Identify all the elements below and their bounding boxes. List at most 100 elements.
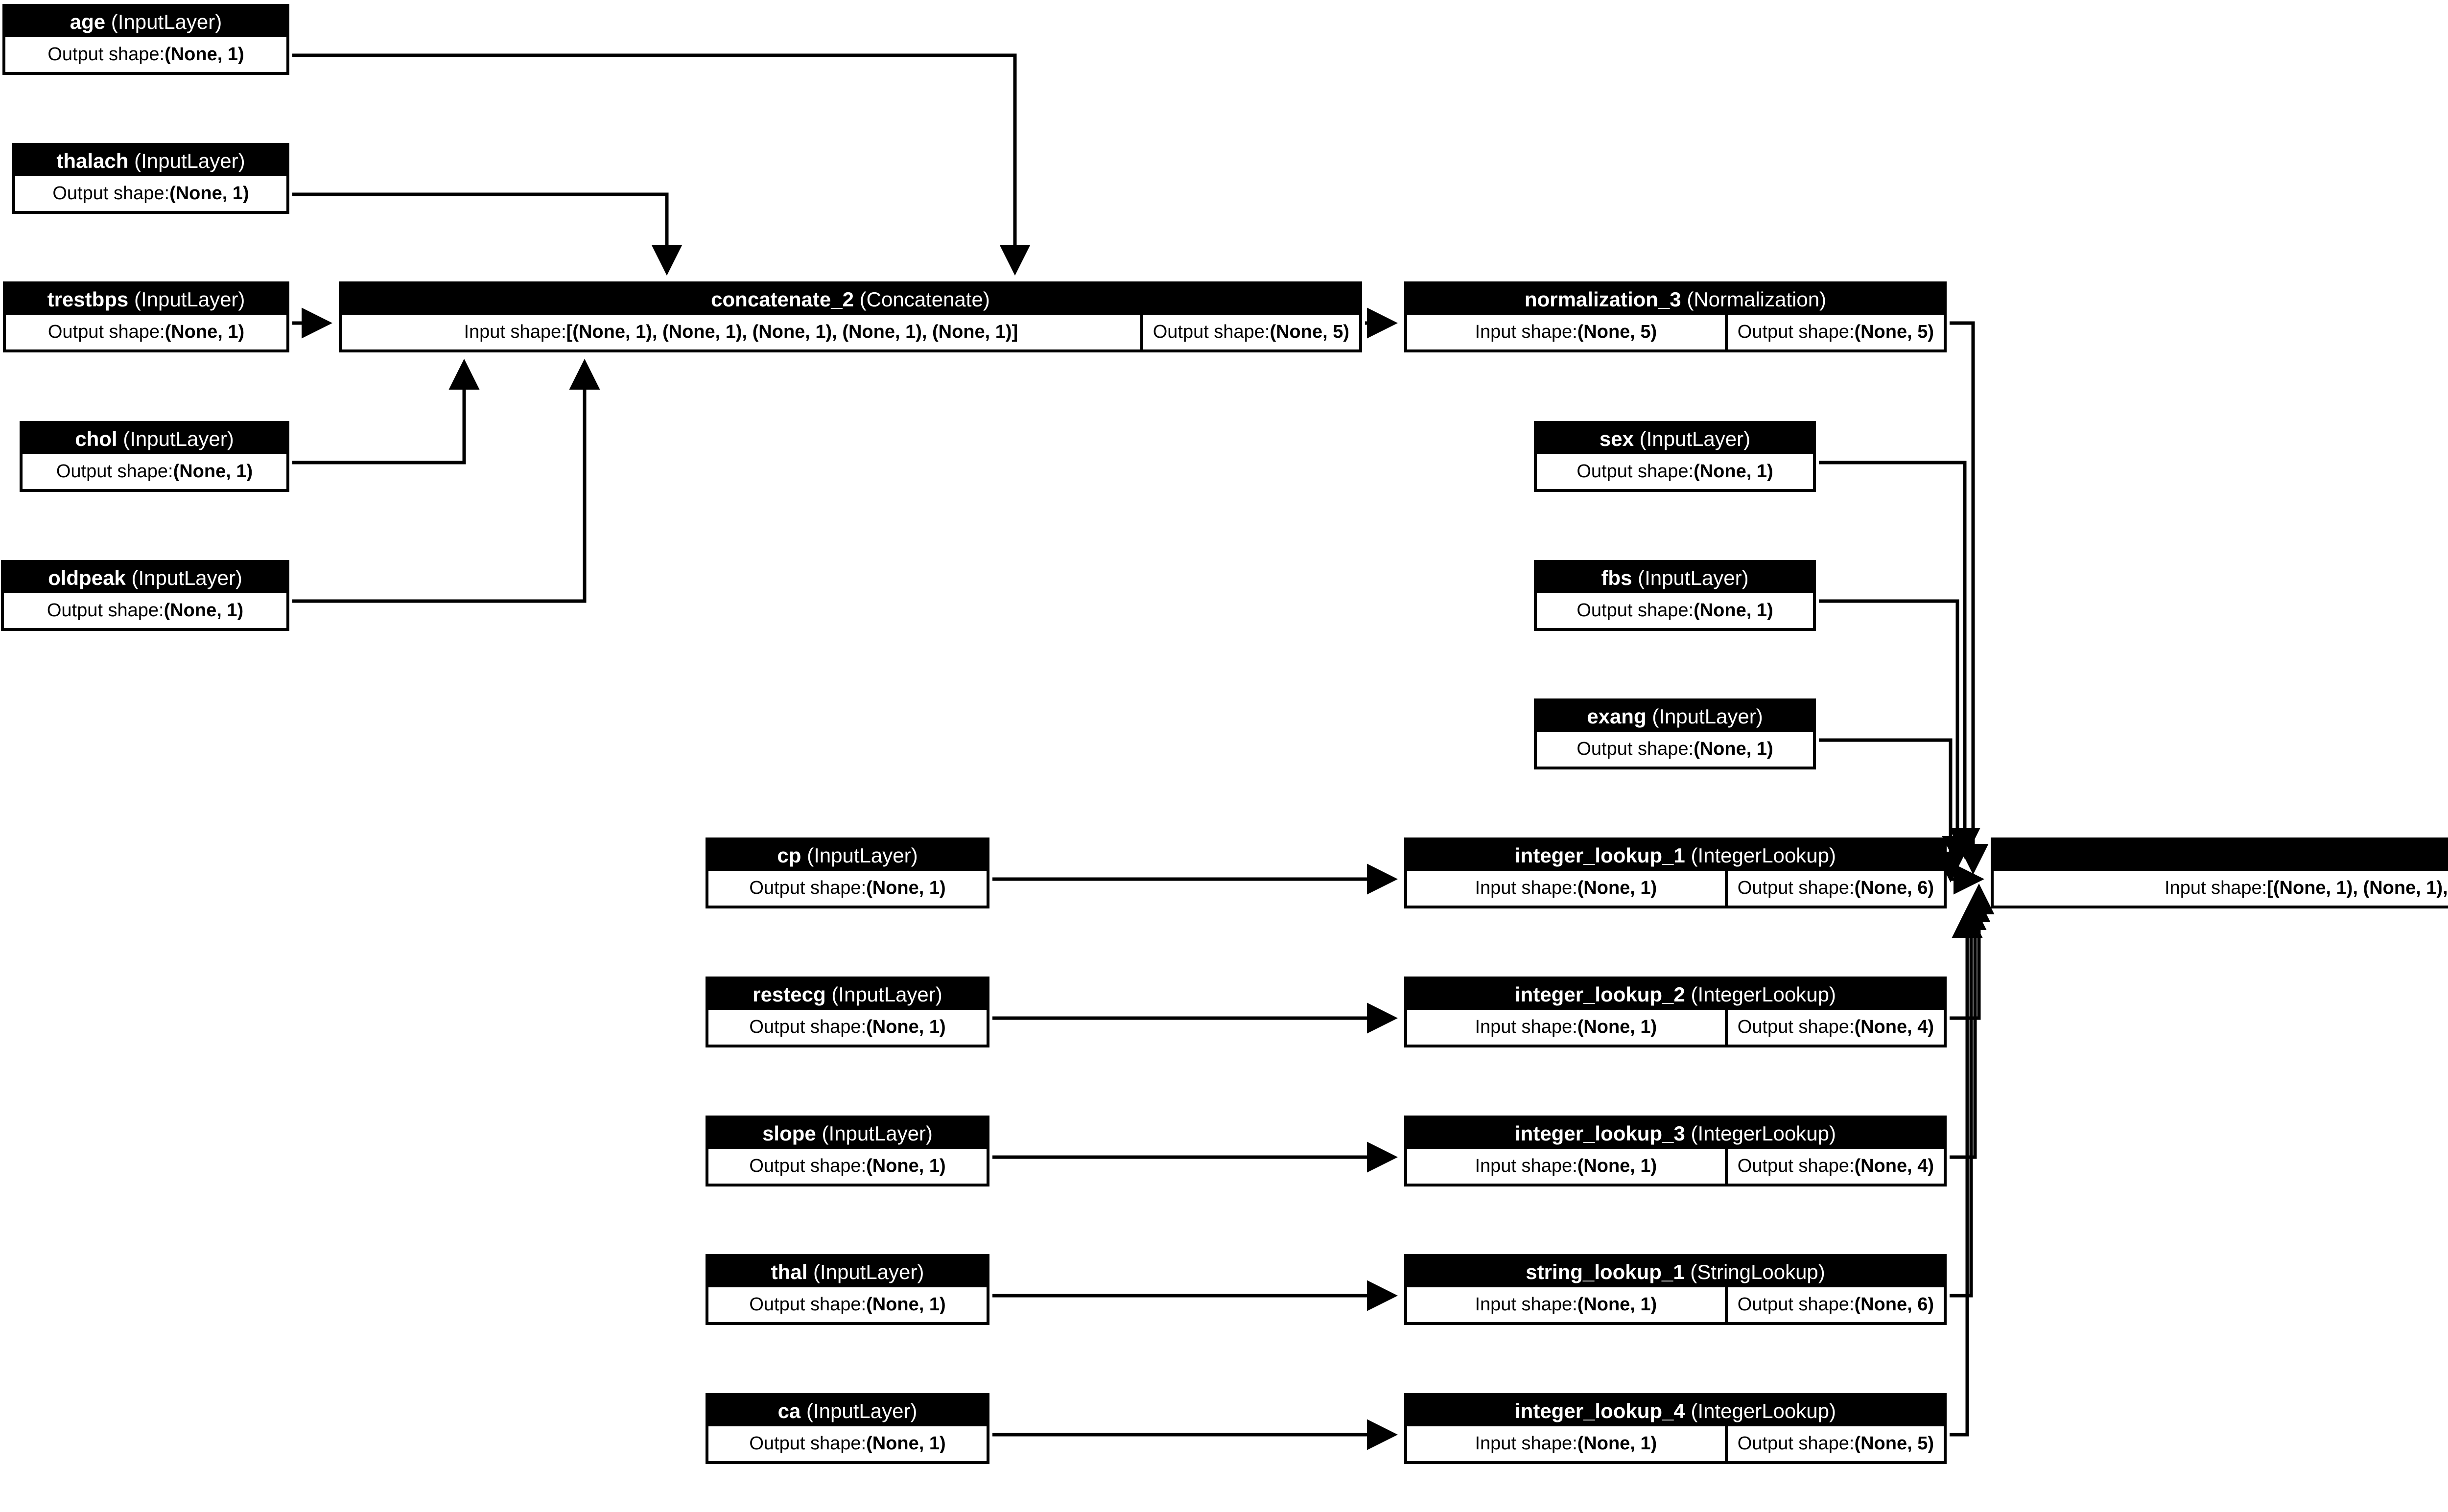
output-shape-cell: Output shape: (None, 4) (1727, 1010, 1944, 1045)
layer-node-trestbps[interactable]: trestbps (InputLayer)Output shape: (None… (3, 281, 289, 352)
layer-class: (InputLayer) (813, 1260, 924, 1283)
layer-name: integer_lookup_3 (1515, 1121, 1685, 1145)
layer-node-shapes: Output shape: (None, 1) (4, 593, 286, 628)
layer-node-slope[interactable]: slope (InputLayer)Output shape: (None, 1… (706, 1116, 989, 1186)
layer-node-concatenate_3[interactable]: concatenate_3 (Concatenate)Input shape: … (1991, 837, 2448, 908)
layer-node-title: fbs (InputLayer) (1537, 563, 1813, 593)
layer-node-title: ca (InputLayer) (708, 1396, 987, 1426)
layer-node-shapes: Output shape: (None, 1) (708, 1149, 987, 1184)
layer-class: (InputLayer) (822, 1121, 933, 1145)
layer-node-integer_lookup_2[interactable]: integer_lookup_2 (IntegerLookup) Input sh… (1404, 977, 1947, 1047)
layer-name: string_lookup_1 (1526, 1260, 1685, 1283)
edge-integer_lookup_3-to-concatenate_3 (1950, 891, 1991, 1159)
output-shape-value: (None, 1) (866, 1017, 946, 1037)
layer-node-title: cp (InputLayer) (708, 840, 987, 871)
layer-name: integer_lookup_1 (1515, 843, 1685, 867)
output-shape-value: (None, 1) (1694, 600, 1773, 621)
edge-thalach-to-concatenate_2 (292, 192, 683, 276)
input-shape-cell: Input shape: (None, 1) (1407, 1426, 1725, 1461)
input-shape-cell: Input shape: (None, 1) (1407, 1010, 1725, 1045)
layer-name: oldpeak (48, 566, 126, 589)
layer-node-integer_lookup_3[interactable]: integer_lookup_3 (IntegerLookup)Input sh… (1404, 1116, 1947, 1186)
layer-class: (IntegerLookup) (1691, 1121, 1836, 1145)
layer-node-cp[interactable]: cp (InputLayer)Output shape: (None, 1) (706, 837, 989, 908)
layer-class: (StringLookup) (1690, 1260, 1825, 1283)
layer-class: (InputLayer) (806, 1399, 918, 1422)
output-shape-label: Output shape: (47, 44, 165, 65)
layer-node-oldpeak[interactable]: oldpeak (InputLayer) Output shape: (None,… (1, 560, 289, 631)
layer-node-age[interactable]: age (InputLayer)Output shape: (None, 1) (2, 4, 289, 75)
layer-node-title: string_lookup_1 (StringLookup) (1407, 1257, 1944, 1287)
edge-oldpeak-to-concatenate_2 (292, 359, 600, 603)
output-shape-label: Output shape: (1737, 1156, 1855, 1176)
layer-node-shapes: Output shape: (None, 1) (5, 37, 286, 72)
layer-name: integer_lookup_2 (1515, 982, 1685, 1006)
layer-class: (InputLayer) (807, 843, 918, 867)
output-shape-cell: Output shape: (None, 1) (1537, 593, 1813, 628)
output-shape-cell: Output shape: (None, 1) (23, 454, 286, 489)
layer-class: (InputLayer) (131, 566, 242, 589)
output-shape-label: Output shape: (1577, 739, 1694, 759)
output-shape-label: Output shape: (47, 600, 164, 621)
layer-node-exang[interactable]: exang (InputLayer)Output shape: (None, 1… (1534, 698, 1816, 769)
layer-node-integer_lookup_1[interactable]: integer_lookup_1 (IntegerLookup)Input sh… (1404, 837, 1947, 908)
output-shape-value: (None, 1) (866, 1294, 946, 1315)
layer-node-chol[interactable]: chol (InputLayer)Output shape: (None, 1) (20, 421, 289, 492)
output-shape-cell: Output shape: (None, 1) (1537, 732, 1813, 767)
output-shape-label: Output shape: (56, 461, 173, 482)
layer-node-ca[interactable]: ca (InputLayer)Output shape: (None, 1) (706, 1393, 989, 1464)
layer-name: cp (777, 843, 801, 867)
layer-class: (InputLayer) (134, 287, 245, 311)
output-shape-label: Output shape: (1153, 322, 1270, 342)
layer-node-shapes: Output shape: (None, 1) (708, 871, 987, 906)
edge-integer_lookup_4-to-concatenate_3 (1950, 907, 1983, 1437)
layer-node-string_lookup_1[interactable]: string_lookup_1 (StringLookup)Input shap… (1404, 1254, 1947, 1325)
output-shape-label: Output shape: (749, 1433, 867, 1454)
layer-node-title: exang (InputLayer) (1537, 701, 1813, 732)
output-shape-label: Output shape: (1577, 600, 1694, 621)
output-shape-label: Output shape: (1577, 461, 1694, 482)
layer-node-fbs[interactable]: fbs (InputLayer)Output shape: (None, 1) (1534, 560, 1816, 631)
layer-node-sex[interactable]: sex (InputLayer)Output shape: (None, 1) (1534, 421, 1816, 492)
layer-name: thalach (56, 149, 129, 172)
edge-sex-to-concatenate_3 (1819, 461, 1980, 859)
layer-node-integer_lookup_4[interactable]: integer_lookup_4 (IntegerLookup)Input sh… (1404, 1393, 1947, 1464)
output-shape-label: Output shape: (1737, 1433, 1855, 1454)
edge-age-to-concatenate_2 (292, 53, 1031, 276)
output-shape-value: (None, 1) (1694, 739, 1773, 759)
layer-node-shapes: Output shape: (None, 1) (708, 1010, 987, 1045)
output-shape-value: (None, 5) (1270, 322, 1349, 342)
input-shape-cell: Input shape: (None, 5) (1407, 315, 1725, 349)
layer-name: age (70, 10, 106, 33)
input-shape-value: (None, 1) (1577, 878, 1657, 898)
layer-name: exang (1587, 704, 1647, 728)
layer-name: concatenate_2 (711, 287, 854, 311)
layer-node-normalization_3[interactable]: normalization_3 (Normalization)Input sha… (1404, 281, 1947, 352)
layer-class: (InputLayer) (1638, 566, 1749, 589)
output-shape-cell: Output shape: (None, 1) (708, 1287, 987, 1322)
layer-node-thal[interactable]: thal (InputLayer) Output shape: (None, 1) (706, 1254, 989, 1325)
layer-name: fbs (1601, 566, 1632, 589)
edge-integer_lookup_2-to-concatenate_3 (1950, 884, 1995, 1020)
output-shape-cell: Output shape: (None, 1) (708, 1149, 987, 1184)
edge-chol-to-concatenate_2 (292, 359, 480, 465)
output-shape-cell: Output shape: (None, 1) (708, 1010, 987, 1045)
layer-node-shapes: Input shape: (None, 1)Output shape: (Non… (1407, 1287, 1944, 1322)
layer-node-concatenate_2[interactable]: concatenate_2 (Concatenate)Input shape: … (339, 281, 1362, 352)
layer-node-title: integer_lookup_1 (IntegerLookup) (1407, 840, 1944, 871)
input-shape-value: [(None, 1), (None, 1), (None, 1), (None,… (2267, 878, 2448, 898)
layer-node-restecg[interactable]: restecg (InputLayer)Output shape: (None,… (706, 977, 989, 1047)
output-shape-label: Output shape: (52, 183, 170, 204)
layer-class: (IntegerLookup) (1691, 982, 1836, 1006)
layer-node-title: concatenate_3 (Concatenate) (1994, 840, 2448, 871)
layer-node-shapes: Output shape: (None, 1) (23, 454, 286, 489)
output-shape-cell: Output shape: (None, 1) (708, 1426, 987, 1461)
output-shape-label: Output shape: (1737, 878, 1855, 898)
layer-node-shapes: Output shape: (None, 1) (708, 1426, 987, 1461)
layer-name: thal (771, 1260, 808, 1283)
output-shape-cell: Output shape: (None, 1) (4, 593, 286, 628)
layer-node-title: integer_lookup_4 (IntegerLookup) (1407, 1396, 1944, 1426)
layer-node-thalach[interactable]: thalach (InputLayer)Output shape: (None,… (12, 143, 289, 214)
